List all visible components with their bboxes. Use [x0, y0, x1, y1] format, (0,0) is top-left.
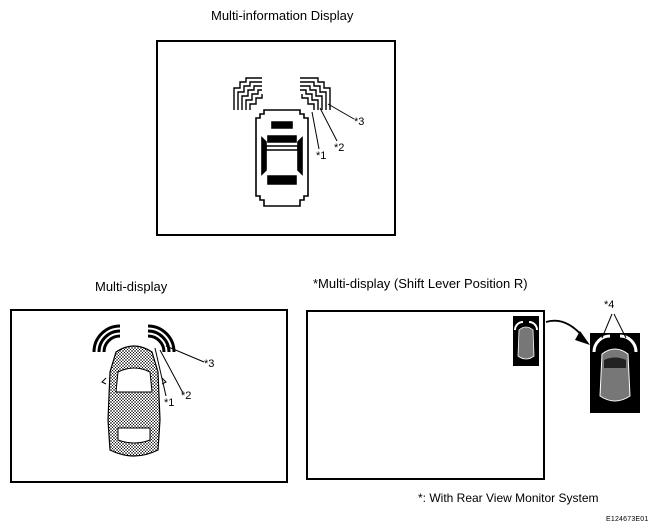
md-left-sensor-icon: [92, 324, 121, 353]
md-callout-1: *1: [164, 397, 175, 409]
footnote: *: With Rear View Monitor System: [418, 491, 599, 505]
rv-arrow-head: [575, 331, 590, 345]
mid-car-icon: [255, 109, 309, 207]
md-callout-2: *2: [181, 390, 192, 402]
rv-panel: [306, 310, 545, 480]
mid-right-sensor-icon: [300, 77, 331, 110]
rv-callout-4: *4: [604, 299, 615, 311]
figure-code: E124673E01: [606, 516, 649, 523]
mid-leader-lines: [311, 103, 355, 150]
md-leader-lines: [154, 345, 205, 397]
rv-callout-lines: [601, 313, 627, 339]
mid-callout-2: *2: [334, 142, 345, 154]
rv-enlarged-view: [590, 333, 640, 413]
mid-callout-1: *1: [316, 150, 327, 162]
mid-callout-3: *3: [354, 116, 365, 128]
mid-left-sensor-icon: [233, 77, 263, 110]
md-callout-3: *3: [204, 358, 215, 370]
md-car-icon: [101, 345, 167, 457]
rv-inset-view: [513, 316, 539, 366]
md-title: Multi-display: [95, 279, 168, 294]
rv-title: *Multi-display (Shift Lever Position R): [313, 276, 528, 291]
mid-title: Multi-information Display: [211, 8, 354, 23]
md-right-sensor-icon: [147, 324, 176, 353]
